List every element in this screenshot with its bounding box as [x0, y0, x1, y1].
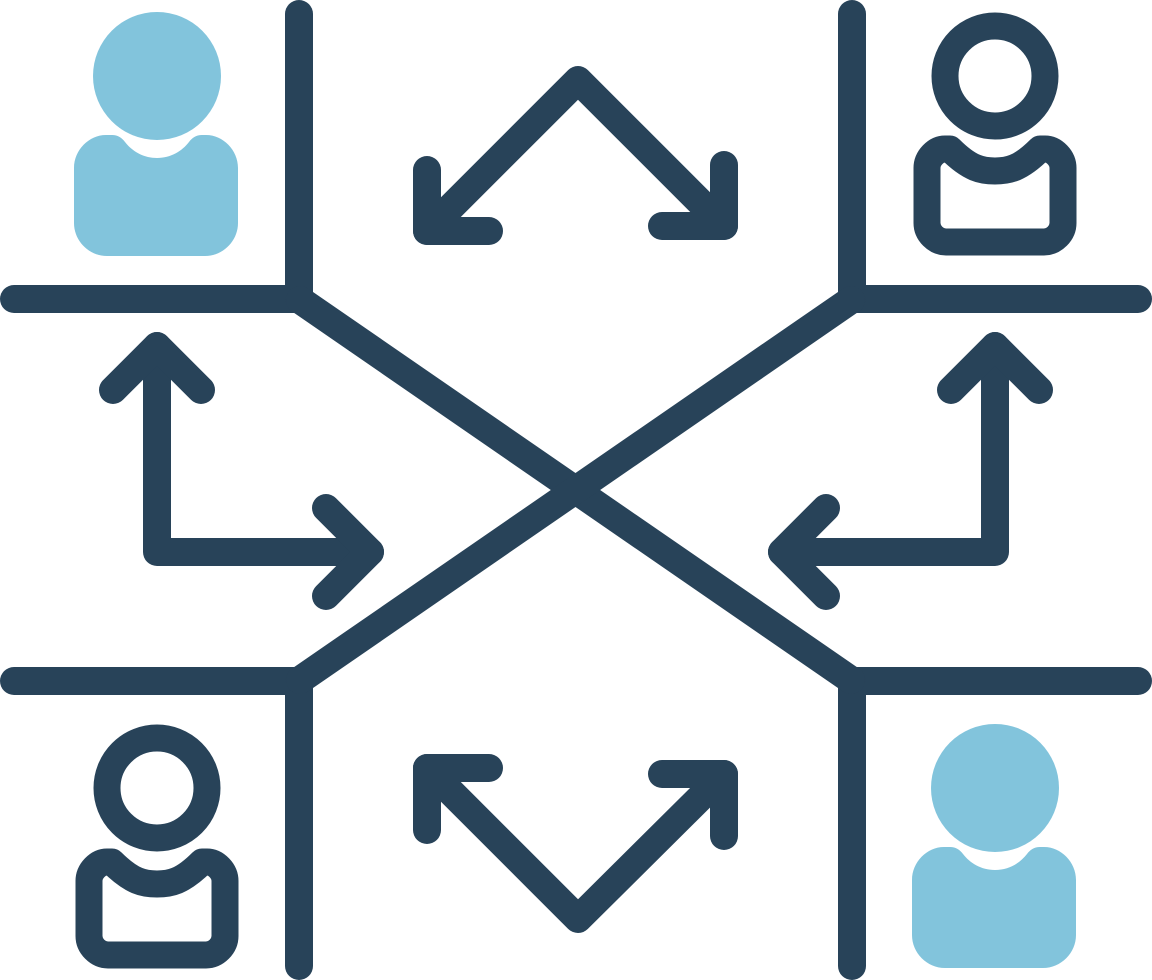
- user-outline-icon: [913, 12, 1077, 256]
- double-arrow-top-icon: [413, 66, 738, 245]
- user-filled-icon: [74, 12, 238, 256]
- user-outline-icon: [75, 724, 239, 969]
- double-arrow-right-icon: [768, 332, 1053, 610]
- double-arrow-left-icon: [99, 332, 384, 610]
- user-filled-icon: [912, 724, 1076, 968]
- double-arrow-bottom-icon: [413, 754, 738, 933]
- cross-line-ascending: [286, 286, 865, 694]
